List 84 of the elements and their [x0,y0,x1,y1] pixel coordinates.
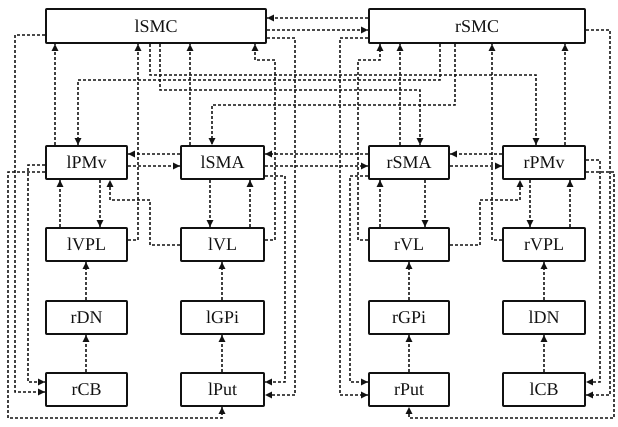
dashed-arrow [208,44,456,145]
dashed-arrow [96,180,104,227]
dashed-arrow [406,262,412,300]
region-box [180,300,265,335]
dashed-arrow [14,34,45,396]
region-label: lDN [528,307,560,328]
dashed-arrow [267,26,368,34]
dashed-arrow [128,44,142,241]
dashed-arrow [586,159,601,386]
region-label: lPut [208,379,237,400]
region-box [502,300,586,335]
dashed-arrow [246,180,254,227]
dashed-arrow [566,180,574,227]
region-box [45,145,128,180]
dashed-arrow [450,180,524,246]
dashed-arrow [540,335,548,372]
region-box [502,372,586,407]
region-label: lPMv [66,152,107,173]
region-label: rDN [70,307,102,328]
dashed-arrow [339,37,368,398]
dashed-arrow [82,335,90,372]
dashed-arrow [186,44,194,145]
region-box [502,227,586,262]
region-box [45,300,128,335]
region-box [368,145,450,180]
region-box [45,227,128,262]
region-label: rGPi [392,307,426,328]
dashed-arrow [82,262,90,300]
region-label: rPut [394,379,424,400]
dashed-arrow [586,29,611,398]
dashed-arrow [357,44,384,241]
dashed-arrow [450,150,502,158]
region-label: rVPL [524,234,564,255]
dashed-arrow [128,162,180,170]
region-box [502,145,586,180]
region-box [368,8,586,44]
dashed-arrow [74,44,441,145]
dashed-arrow [149,44,540,145]
dashed-arrow [159,44,424,145]
dashed-arrow [450,162,502,170]
dashed-arrow [218,262,226,300]
dashed-arrow [265,150,368,158]
dashed-arrow [27,164,45,386]
dashed-arrow [406,171,615,419]
region-label: lVL [208,234,237,255]
region-label: lCB [529,379,558,400]
region-box [180,372,265,407]
dashed-arrow [265,37,296,398]
region-box [368,227,450,262]
dashed-arrow [406,335,412,372]
region-box [180,227,265,262]
dashed-arrow [540,262,548,300]
dashed-arrow [562,44,568,145]
dashed-arrow [267,14,368,22]
region-label: rVL [394,234,424,255]
dashed-arrow [52,44,58,145]
dashed-arrow [396,44,404,145]
region-label: rCB [71,379,102,400]
dashed-arrow [349,175,368,386]
region-box [45,372,128,407]
dashed-arrow [265,162,368,170]
region-label: lSMC [134,16,178,36]
region-box [368,372,450,407]
dashed-arrow [206,180,214,227]
dashed-arrow [7,171,226,419]
dashed-arrow [526,180,534,227]
dashed-arrow [488,44,502,241]
dashed-arrow [218,335,226,372]
region-label: lSMA [200,152,244,173]
dashed-arrow [128,150,180,158]
region-label: lVPL [66,234,106,255]
region-box [368,300,450,335]
region-box [180,145,265,180]
dashed-arrow [252,44,276,241]
region-label: rSMA [386,152,432,173]
dashed-arrow [376,180,384,227]
region-label: rPMv [523,152,564,173]
region-box [45,8,267,44]
dashed-arrow [56,180,64,227]
region-label: lGPi [206,307,239,328]
region-label: rSMC [454,16,499,36]
dashed-arrow [106,180,180,246]
dashed-arrow [422,180,428,227]
dashed-arrow [265,175,286,386]
